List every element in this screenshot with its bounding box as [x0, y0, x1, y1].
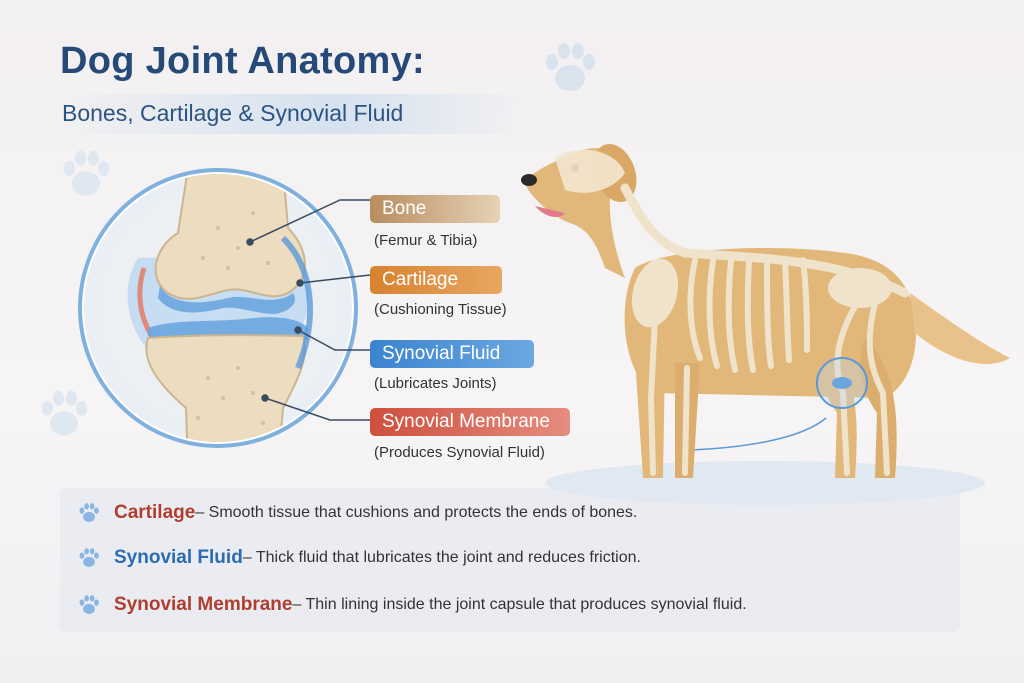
label-bone-sub: (Femur & Tibia): [374, 232, 478, 249]
label-cartilage: Cartilage: [370, 266, 502, 294]
definition-term: Cartilage: [114, 502, 196, 523]
paw-decoration-icon: [41, 390, 88, 436]
definition-desc: – Thin lining inside the joint capsule t…: [292, 596, 747, 613]
subtitle-band: [50, 94, 530, 134]
paw-bullet-icon: [79, 548, 99, 568]
label-synovial-membrane-sub: (Produces Synovial Fluid): [374, 444, 545, 461]
label-bone: Bone: [370, 195, 500, 223]
label-cartilage-sub: (Cushioning Tissue): [374, 301, 507, 318]
page-subtitle: Bones, Cartilage & Synovial Fluid: [62, 100, 404, 126]
dog-skeleton-illustration: [521, 143, 1010, 505]
joint-closeup-illustration: [78, 168, 358, 448]
paw-bullet-icon: [79, 503, 99, 523]
definition-row: Synovial Fluid – Thick fluid that lubric…: [76, 545, 641, 571]
definition-desc: – Thick fluid that lubricates the joint …: [242, 549, 641, 566]
label-synovial-membrane: Synovial Membrane: [370, 408, 570, 436]
paw-decoration-icon: [546, 43, 595, 91]
definition-desc: – Smooth tissue that cushions and protec…: [195, 504, 638, 521]
definition-row: Cartilage – Smooth tissue that cushions …: [76, 500, 637, 526]
definition-row: Synovial Membrane – Thin lining inside t…: [76, 592, 747, 618]
definitions-panel: [60, 488, 960, 632]
paw-bullet-icon: [79, 595, 99, 615]
page-title: Dog Joint Anatomy:: [60, 40, 425, 82]
definition-term: Synovial Membrane: [114, 594, 293, 615]
label-synovial-fluid-sub: (Lubricates Joints): [374, 375, 497, 392]
label-synovial-fluid: Synovial Fluid: [370, 340, 534, 368]
definition-term: Synovial Fluid: [114, 547, 243, 568]
paw-decoration-icon: [63, 150, 110, 196]
